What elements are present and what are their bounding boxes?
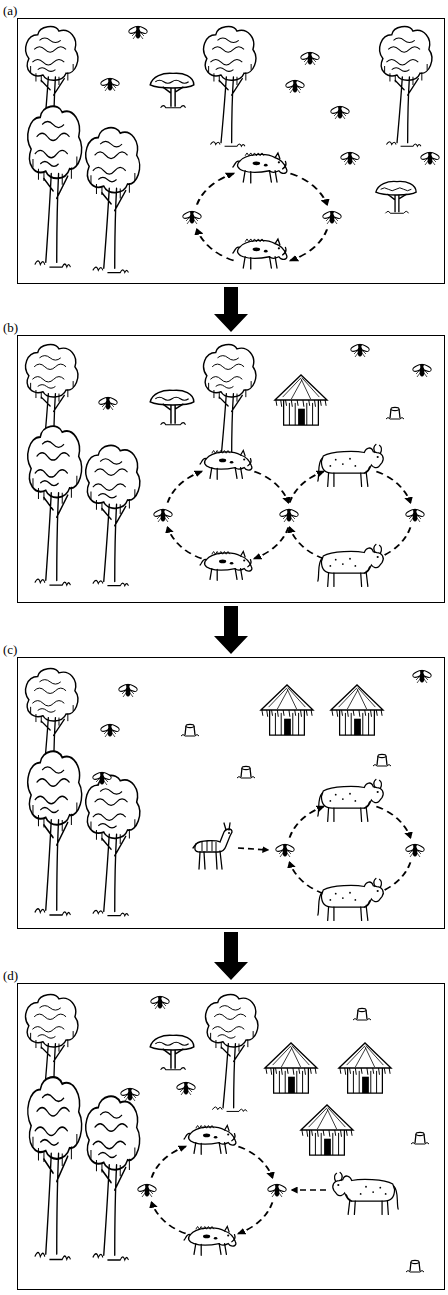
tsetse-fly: [128, 25, 148, 39]
tree-stump: [353, 1008, 371, 1020]
acacia-tree: [150, 73, 194, 107]
tsetse-fly: [92, 771, 112, 785]
transmission-cycle: [168, 471, 289, 558]
panel-label: (a): [3, 4, 17, 18]
tree-stump: [386, 407, 404, 419]
tree: [204, 27, 256, 147]
panel-label: (d): [3, 969, 18, 983]
tsetse-fly: [100, 723, 120, 737]
transmission-cycle: [152, 1146, 273, 1233]
tree: [86, 1096, 140, 1260]
tsetse-fly: [153, 508, 173, 522]
tree: [86, 445, 140, 585]
tsetse-fly: [275, 843, 295, 857]
hut: [261, 685, 313, 735]
tsetse-fly: [267, 1183, 287, 1197]
feeding-arrow: [238, 848, 268, 850]
warthog: [184, 1227, 236, 1256]
cattle: [318, 779, 383, 821]
feeding-arrow: [292, 1189, 326, 1191]
warthog: [200, 552, 252, 581]
scene-c: [26, 669, 432, 921]
tsetse-fly: [120, 1087, 140, 1101]
cattle: [318, 444, 383, 486]
sequence-arrow: [214, 606, 248, 654]
tree: [28, 106, 82, 267]
panel-label: (b): [3, 321, 18, 335]
hut: [339, 1043, 391, 1093]
tree-stump: [373, 754, 391, 766]
scene-d: [26, 995, 429, 1272]
tree: [86, 128, 140, 273]
tsetse-fly: [322, 210, 342, 224]
tsetse-fly: [176, 1081, 196, 1095]
tsetse-fly: [150, 995, 170, 1009]
tree: [204, 345, 256, 462]
tree-stump: [237, 766, 255, 778]
tree: [28, 751, 82, 915]
sequence-arrow: [214, 287, 248, 332]
acacia-tree: [150, 1035, 194, 1069]
bushbuck: [193, 823, 232, 869]
tsetse-fly: [137, 1183, 157, 1197]
tsetse-fly: [100, 77, 120, 91]
tree: [206, 995, 258, 1112]
cattle: [333, 1172, 398, 1214]
tsetse-fly: [182, 210, 202, 224]
scene-panel: (d): [17, 983, 445, 1290]
transmission-cycle: [290, 471, 411, 558]
cattle: [318, 544, 383, 586]
scene-panel: (b): [17, 335, 445, 603]
tsetse-fly: [330, 105, 350, 119]
tsetse-fly: [350, 343, 370, 357]
hut: [301, 1105, 353, 1155]
transmission-cycle: [290, 806, 411, 893]
panel-label: (c): [3, 643, 17, 657]
tsetse-fly: [405, 508, 425, 522]
scene-panel: (a): [17, 18, 445, 284]
tsetse-fly: [300, 51, 320, 65]
scene-panel: (c): [17, 657, 445, 929]
warthog: [200, 451, 252, 480]
warthog: [233, 153, 287, 183]
tree-stump: [406, 1260, 424, 1272]
hut: [265, 1043, 317, 1093]
tsetse-fly: [279, 508, 299, 522]
acacia-tree: [376, 181, 416, 213]
tree: [28, 426, 82, 585]
tree: [28, 1077, 82, 1259]
tree: [380, 27, 432, 147]
acacia-tree: [150, 390, 194, 424]
scene-b: [26, 343, 432, 586]
tree-stump: [181, 724, 199, 736]
hut: [275, 375, 327, 425]
tsetse-fly: [420, 151, 440, 165]
scene-a: [26, 25, 440, 272]
cattle-group: [333, 1172, 398, 1214]
tree: [86, 775, 140, 915]
tsetse-fly: [118, 683, 138, 697]
cattle: [318, 878, 383, 920]
tsetse-fly: [340, 151, 360, 165]
tsetse-fly: [285, 79, 305, 93]
tsetse-fly: [98, 396, 118, 410]
sequence-arrow: [214, 932, 248, 980]
hut: [331, 685, 383, 735]
tsetse-fly: [405, 843, 425, 857]
warthog: [184, 1126, 236, 1155]
warthog: [233, 239, 287, 269]
tree-stump: [411, 1132, 429, 1144]
tsetse-fly: [412, 363, 432, 377]
tsetse-fly: [412, 669, 432, 683]
